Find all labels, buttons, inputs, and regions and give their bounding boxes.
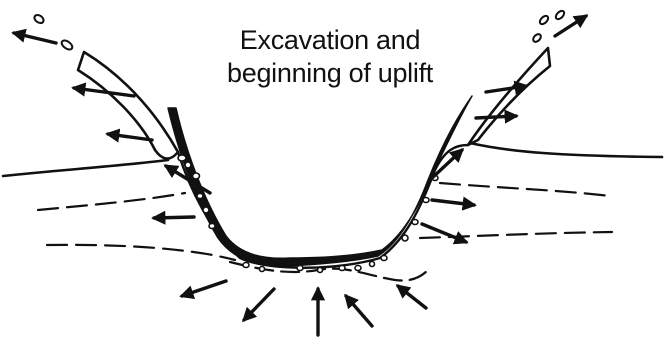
ejected-fragments — [33, 9, 566, 51]
arrow-ejecta-left — [14, 33, 56, 43]
arrow-floor-left — [182, 281, 226, 296]
ejecta-flap-left — [78, 52, 178, 159]
breccia-clasts — [178, 155, 438, 273]
arrow-rim-right-mid — [476, 116, 516, 118]
crater-lining-melt — [168, 96, 472, 266]
arrow-floor-lower-left — [244, 289, 274, 320]
arrow-wall-right-mid — [432, 200, 474, 205]
ground-surface-left — [3, 160, 168, 176]
arrow-floor-lower-right — [346, 296, 372, 326]
strata-line-upper-left — [38, 193, 185, 210]
arrow-floor-right — [398, 286, 426, 308]
strata-line-upper-right — [440, 183, 610, 196]
ejecta-flap-right — [468, 48, 550, 145]
arrow-wall-left-out — [154, 217, 194, 218]
ground-surface-right — [470, 143, 662, 157]
crater-wall-outer — [178, 145, 468, 268]
arrow-wall-right-out — [422, 224, 466, 242]
strata-line-lower-left — [47, 245, 235, 260]
